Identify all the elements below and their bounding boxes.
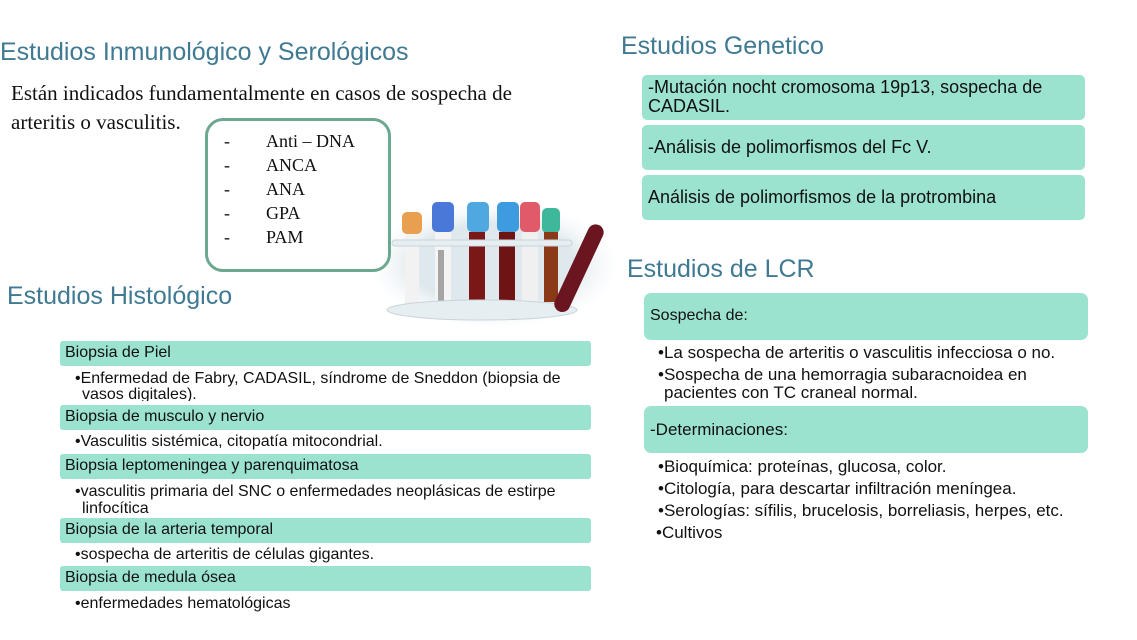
lcr-determ-item: •Serologías: sífilis, brucelosis, borrel… bbox=[658, 501, 1064, 520]
antibody-item: - Anti – DNA bbox=[208, 129, 388, 153]
lcr-determinaciones-header: -Determinaciones: bbox=[650, 420, 788, 439]
genetic-box-mutacion: -Mutación nocht cromosoma 19p13, sospech… bbox=[642, 75, 1085, 120]
histo-bullet-cont: linfocítica bbox=[82, 500, 149, 517]
antibody-label: GPA bbox=[266, 203, 301, 223]
lcr-determinaciones-box: -Determinaciones: bbox=[644, 406, 1088, 453]
lcr-determ-item: •Bioquímica: proteínas, glucosa, color. bbox=[658, 457, 947, 476]
histo-bullet: •sospecha de arteritis de células gigant… bbox=[75, 546, 375, 563]
lcr-sospecha-item-cont: pacientes con TC craneal normal. bbox=[664, 383, 918, 402]
antibody-label: ANA bbox=[266, 179, 305, 199]
antibody-label: Anti – DNA bbox=[266, 131, 355, 151]
antibody-item: - ANA bbox=[208, 177, 388, 201]
genetic-box-line: Análisis de polimorfismos de la protromb… bbox=[648, 187, 997, 207]
immuno-title: Estudios Inmunológico y Serológicos bbox=[0, 38, 409, 66]
histo-header-piel: Biopsia de Piel bbox=[60, 341, 591, 366]
genetic-box-protrombina: Análisis de polimorfismos de la protromb… bbox=[642, 175, 1085, 220]
test-tubes-image bbox=[372, 190, 617, 330]
antibody-item: - GPA bbox=[208, 201, 388, 225]
antibody-item: - PAM bbox=[208, 225, 388, 249]
lcr-sospecha-box: Sospecha de: bbox=[644, 293, 1088, 340]
genetic-box-line: -Mutación nocht cromosoma 19p13, sospech… bbox=[648, 77, 1043, 97]
lcr-determ-item: •Cultivos bbox=[656, 523, 723, 542]
lcr-sospecha-item: •Sospecha de una hemorragia subaracnoide… bbox=[658, 365, 1027, 384]
histo-header-medula: Biopsia de medula ósea bbox=[60, 566, 591, 591]
histo-bullet: •enfermedades hematológicas bbox=[75, 595, 291, 612]
antibody-list-callout: - Anti – DNA - ANCA - ANA - GPA - PAM bbox=[205, 118, 391, 272]
genetic-title: Estudios Genetico bbox=[621, 32, 824, 60]
histo-title: Estudios Histológico bbox=[7, 282, 233, 310]
dash-marker: - bbox=[224, 203, 230, 223]
histo-bullet-cont: vasos digitales). bbox=[82, 386, 197, 401]
dash-marker: - bbox=[224, 227, 230, 247]
histo-bullet: •vasculitis primaria del SNC o enfermeda… bbox=[75, 483, 556, 500]
immuno-intro-line1: Están indicados fundamentalmente en caso… bbox=[11, 81, 512, 105]
histo-header-arteria-temporal: Biopsia de la arteria temporal bbox=[60, 518, 591, 543]
lcr-sospecha-item: •La sospecha de arteritis o vasculitis i… bbox=[658, 343, 1056, 362]
histo-bullet: •Vasculitis sistémica, citopatía mitocon… bbox=[75, 433, 383, 450]
genetic-box-fcv: -Análisis de polimorfismos del Fc V. bbox=[642, 125, 1085, 170]
dash-marker: - bbox=[224, 179, 230, 199]
genetic-box-line: CADASIL. bbox=[648, 96, 731, 116]
genetic-box-line: -Análisis de polimorfismos del Fc V. bbox=[648, 137, 932, 157]
antibody-label: PAM bbox=[266, 227, 304, 247]
lcr-determ-item: •Citología, para descartar infiltración … bbox=[658, 479, 1017, 498]
dash-marker: - bbox=[224, 155, 230, 175]
lcr-sospecha-header: Sospecha de: bbox=[650, 307, 748, 324]
dash-marker: - bbox=[224, 131, 230, 151]
histo-header-leptomeningea: Biopsia leptomeningea y parenquimatosa bbox=[60, 454, 591, 479]
immuno-intro-line2: arteritis o vasculitis. bbox=[11, 110, 181, 134]
histo-bullet: •Enfermedad de Fabry, CADASIL, síndrome … bbox=[75, 370, 561, 387]
antibody-label: ANCA bbox=[266, 155, 318, 175]
lcr-title: Estudios de LCR bbox=[627, 255, 815, 283]
histo-header-musculo: Biopsia de musculo y nervio bbox=[60, 405, 591, 430]
antibody-item: - ANCA bbox=[208, 153, 388, 177]
